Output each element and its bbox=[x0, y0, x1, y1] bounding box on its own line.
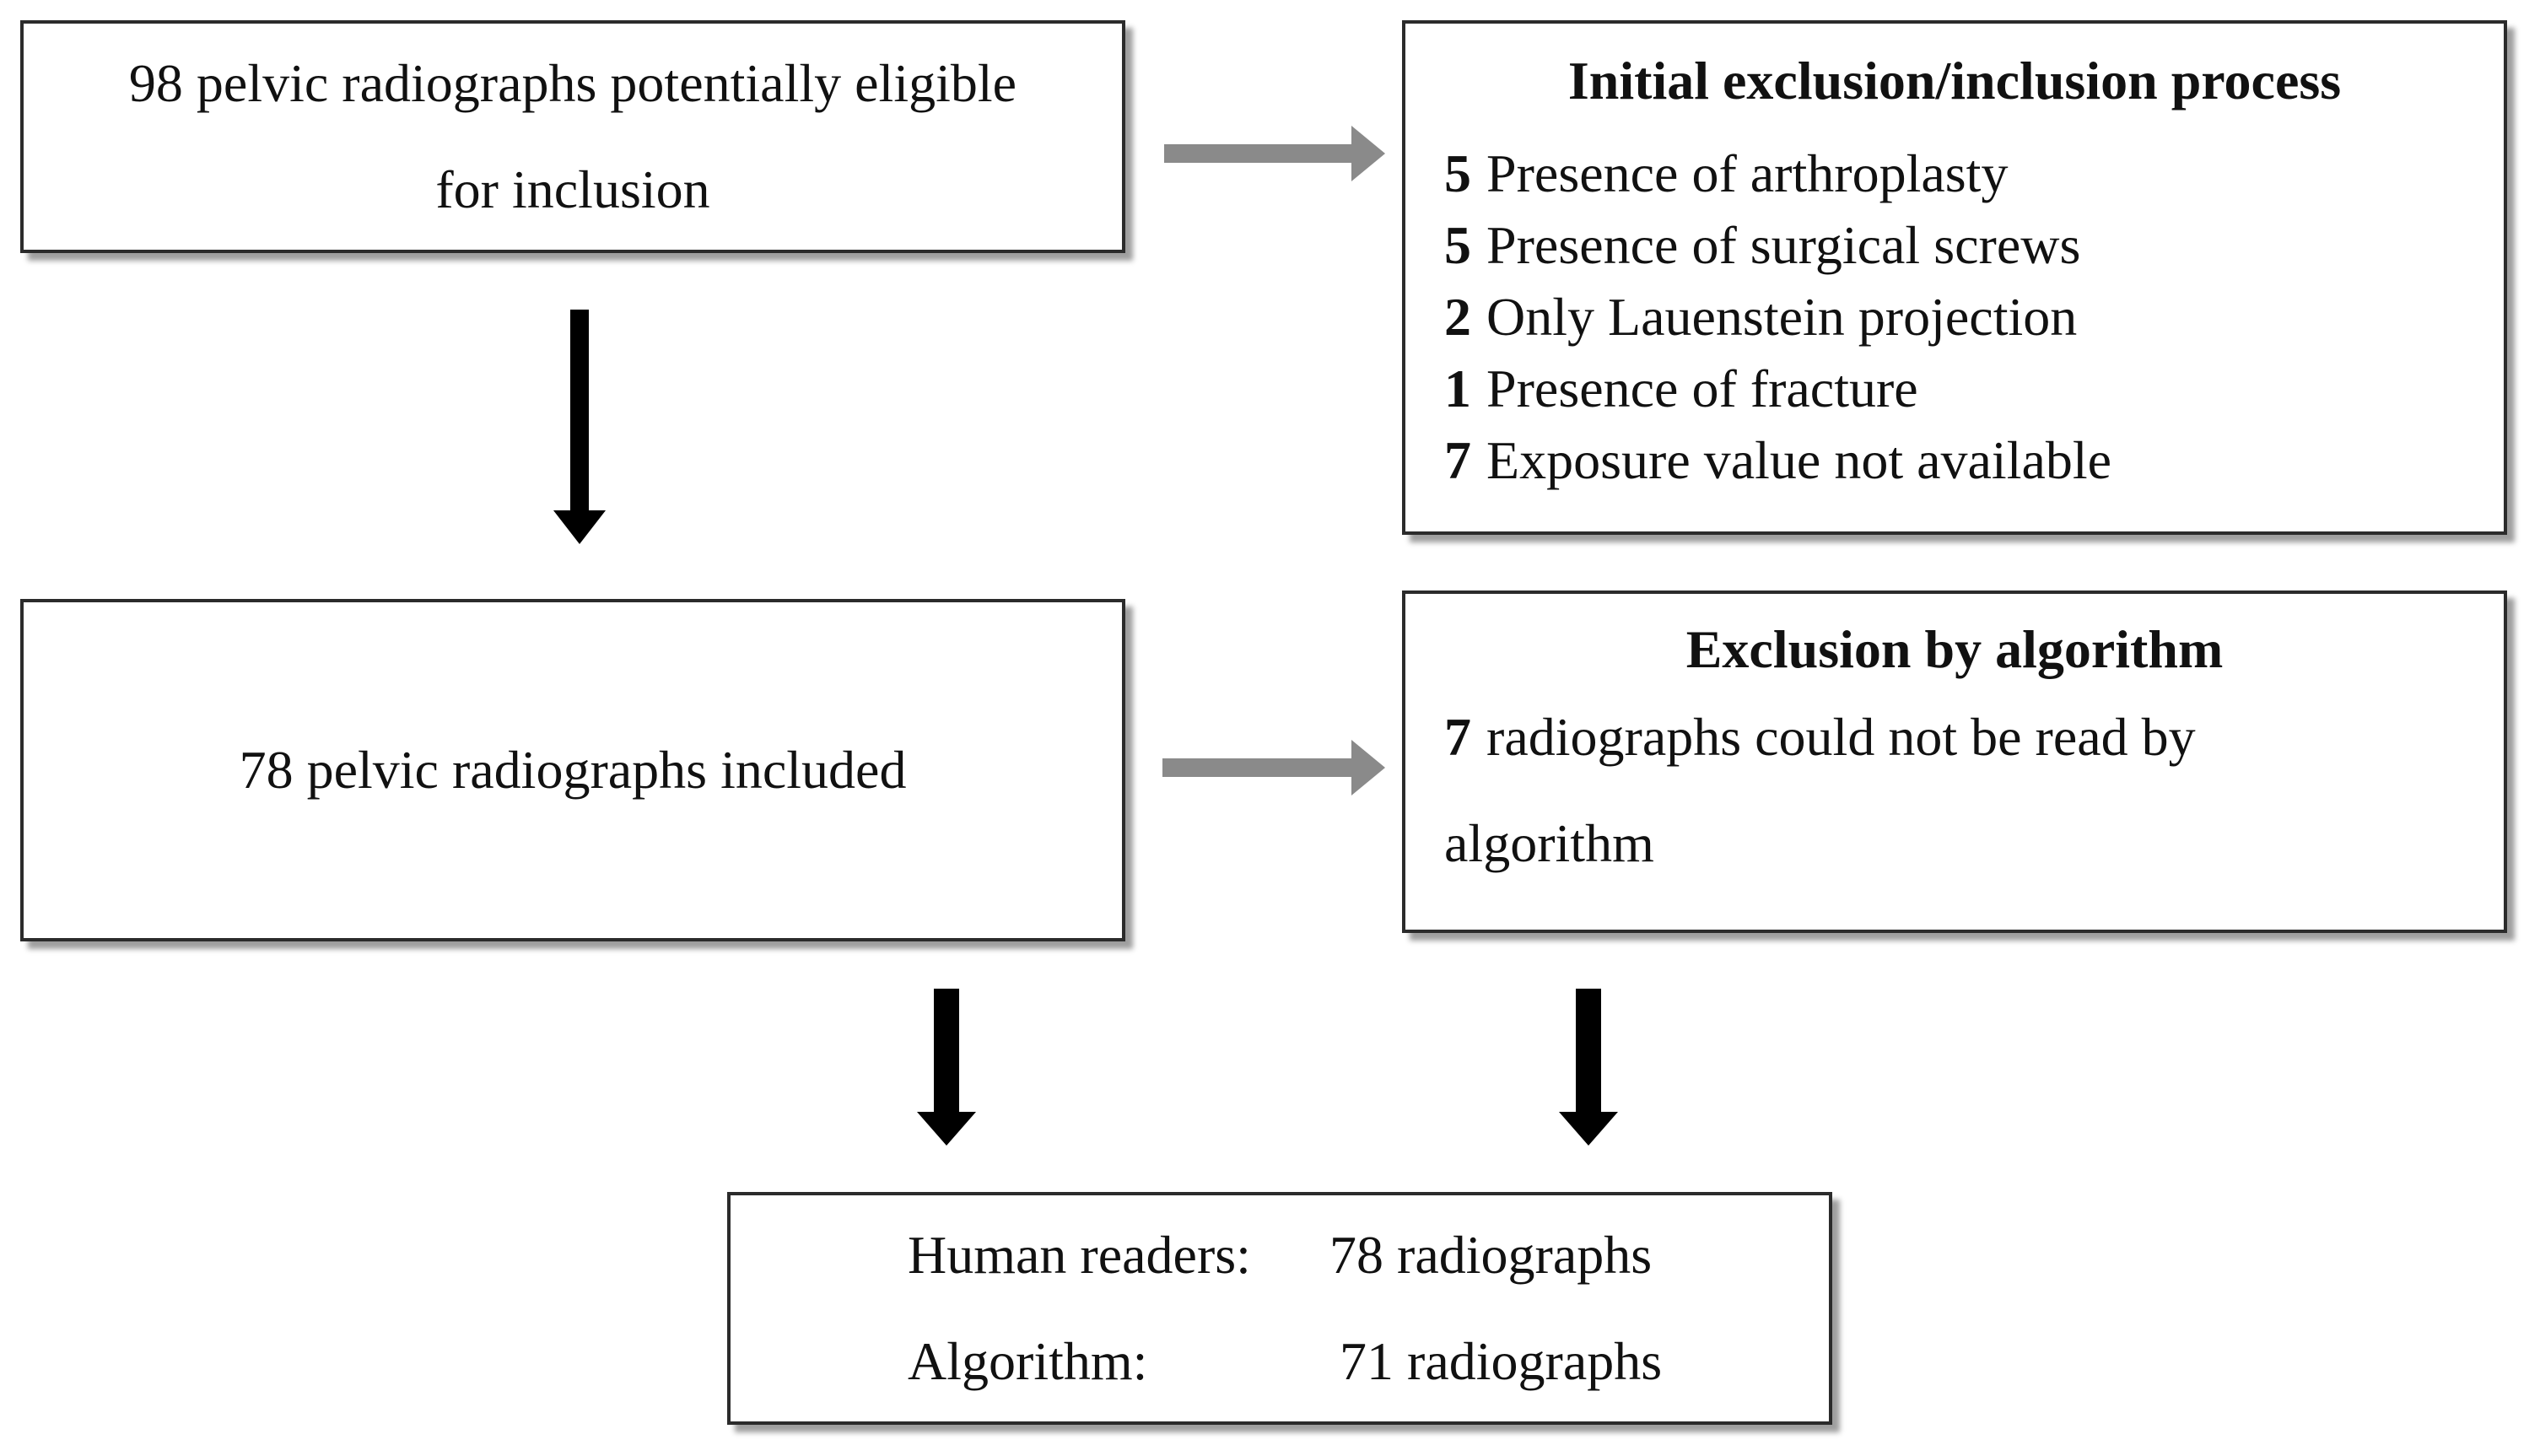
exclusion-reason: Presence of arthroplasty bbox=[1486, 143, 2009, 203]
eligible-line-1: 98 pelvic radiographs potentially eligib… bbox=[128, 53, 1017, 113]
results-row-algorithm: Algorithm: 71 radiographs bbox=[908, 1308, 1829, 1415]
results-box: Human readers: 78 radiographs Algorithm: 7… bbox=[727, 1192, 1832, 1425]
human-readers-value: 78 radiographs bbox=[1329, 1225, 1653, 1285]
arrow-right-to-initial-exclusion bbox=[1164, 126, 1385, 181]
exclusion-count: 5 bbox=[1444, 214, 1471, 275]
algorithm-exclusion-line-2: algorithm bbox=[1444, 812, 1654, 873]
arrow-down-to-included bbox=[553, 310, 606, 544]
exclusion-count: 7 bbox=[1444, 429, 1471, 490]
exclusion-reason: Presence of fracture bbox=[1486, 358, 1918, 418]
eligible-box: 98 pelvic radiographs potentially eligib… bbox=[20, 20, 1125, 253]
exclusion-reason: Presence of surgical screws bbox=[1486, 214, 2081, 275]
included-text: 78 pelvic radiographs included bbox=[239, 740, 907, 800]
algorithm-label: Algorithm: bbox=[908, 1331, 1148, 1391]
exclusion-count: 2 bbox=[1444, 286, 1471, 347]
eligible-line-2: for inclusion bbox=[435, 159, 710, 219]
results-row-human: Human readers: 78 radiographs bbox=[908, 1202, 1829, 1308]
arrow-right-to-algorithm-exclusion bbox=[1162, 740, 1385, 795]
algorithm-exclusion-count: 7 bbox=[1444, 706, 1471, 767]
exclusion-reason: Exposure value not available bbox=[1486, 429, 2112, 490]
algorithm-value: 71 radiographs bbox=[1340, 1331, 1663, 1391]
human-readers-label: Human readers: bbox=[908, 1225, 1251, 1285]
exclusion-count: 1 bbox=[1444, 358, 1471, 418]
arrow-down-right-to-results bbox=[1559, 989, 1618, 1146]
exclusion-reason: Only Lauenstein projection bbox=[1486, 286, 2078, 347]
arrow-down-left-to-results bbox=[917, 989, 976, 1146]
algorithm-exclusion-line-1: radiographs could not be read by bbox=[1486, 706, 2196, 767]
included-box: 78 pelvic radiographs included bbox=[20, 599, 1125, 941]
algorithm-exclusion-title: Exclusion by algorithm bbox=[1685, 619, 2224, 679]
exclusion-count: 5 bbox=[1444, 143, 1471, 203]
initial-exclusion-title: Initial exclusion/inclusion process bbox=[1567, 51, 2342, 111]
